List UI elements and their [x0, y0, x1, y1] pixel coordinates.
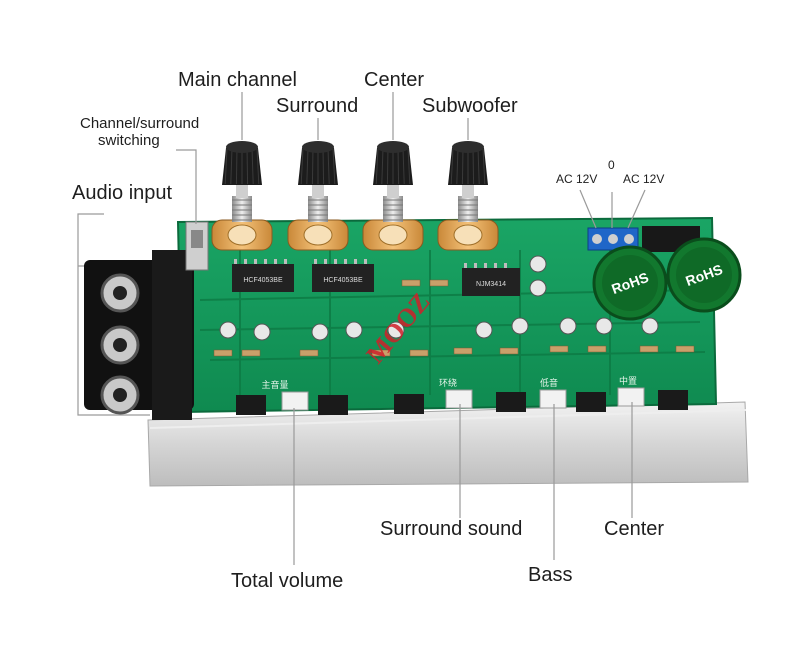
label-surround-sound: Surround sound [380, 518, 523, 540]
label-audio-input: Audio input [72, 182, 173, 204]
chip-marking-2: HCF4053BE [323, 277, 363, 284]
audio-input-jacks [84, 250, 194, 420]
power-transistors [236, 390, 688, 415]
potentiometer-knobs [211, 141, 499, 251]
label-channel-switch-line1: Channel/surround [80, 115, 200, 132]
main-channel-knob [211, 141, 273, 251]
label-subwoofer: Subwoofer [422, 95, 518, 117]
resistors [213, 279, 695, 357]
small-capacitors [219, 255, 659, 341]
label-bass: Bass [528, 564, 573, 586]
silk-label-surround: 环绕 [439, 377, 457, 389]
chip-marking-3: NJM3414 [476, 281, 506, 288]
channel-switch [185, 221, 209, 271]
silk-label-bass: 低音 [540, 377, 558, 389]
label-ac-left: AC 12V [556, 172, 598, 186]
silk-label-center: 中置 [619, 375, 637, 387]
heatsink [147, 401, 749, 487]
label-ac-zero: 0 [608, 158, 615, 172]
leader-lines [77, 92, 646, 565]
label-total-volume: Total volume [231, 570, 344, 592]
subwoofer-knob [437, 141, 499, 251]
power-terminal-block [587, 227, 639, 251]
label-center-bottom: Center [604, 518, 665, 540]
label-channel-switch-line2: switching [98, 132, 160, 149]
surround-knob [287, 141, 349, 251]
center-knob [362, 141, 424, 251]
ic-chips [232, 259, 520, 296]
label-ac-right: AC 12V [623, 172, 665, 186]
label-main-channel: Main channel [178, 69, 297, 91]
output-connectors [281, 387, 645, 411]
silk-label-volume: 主音量 [261, 379, 288, 391]
large-capacitors [592, 237, 742, 321]
label-center-knob: Center [364, 69, 425, 91]
chip-marking-1: HCF4053BE [243, 277, 283, 284]
label-surround-knob: Surround [276, 95, 359, 117]
